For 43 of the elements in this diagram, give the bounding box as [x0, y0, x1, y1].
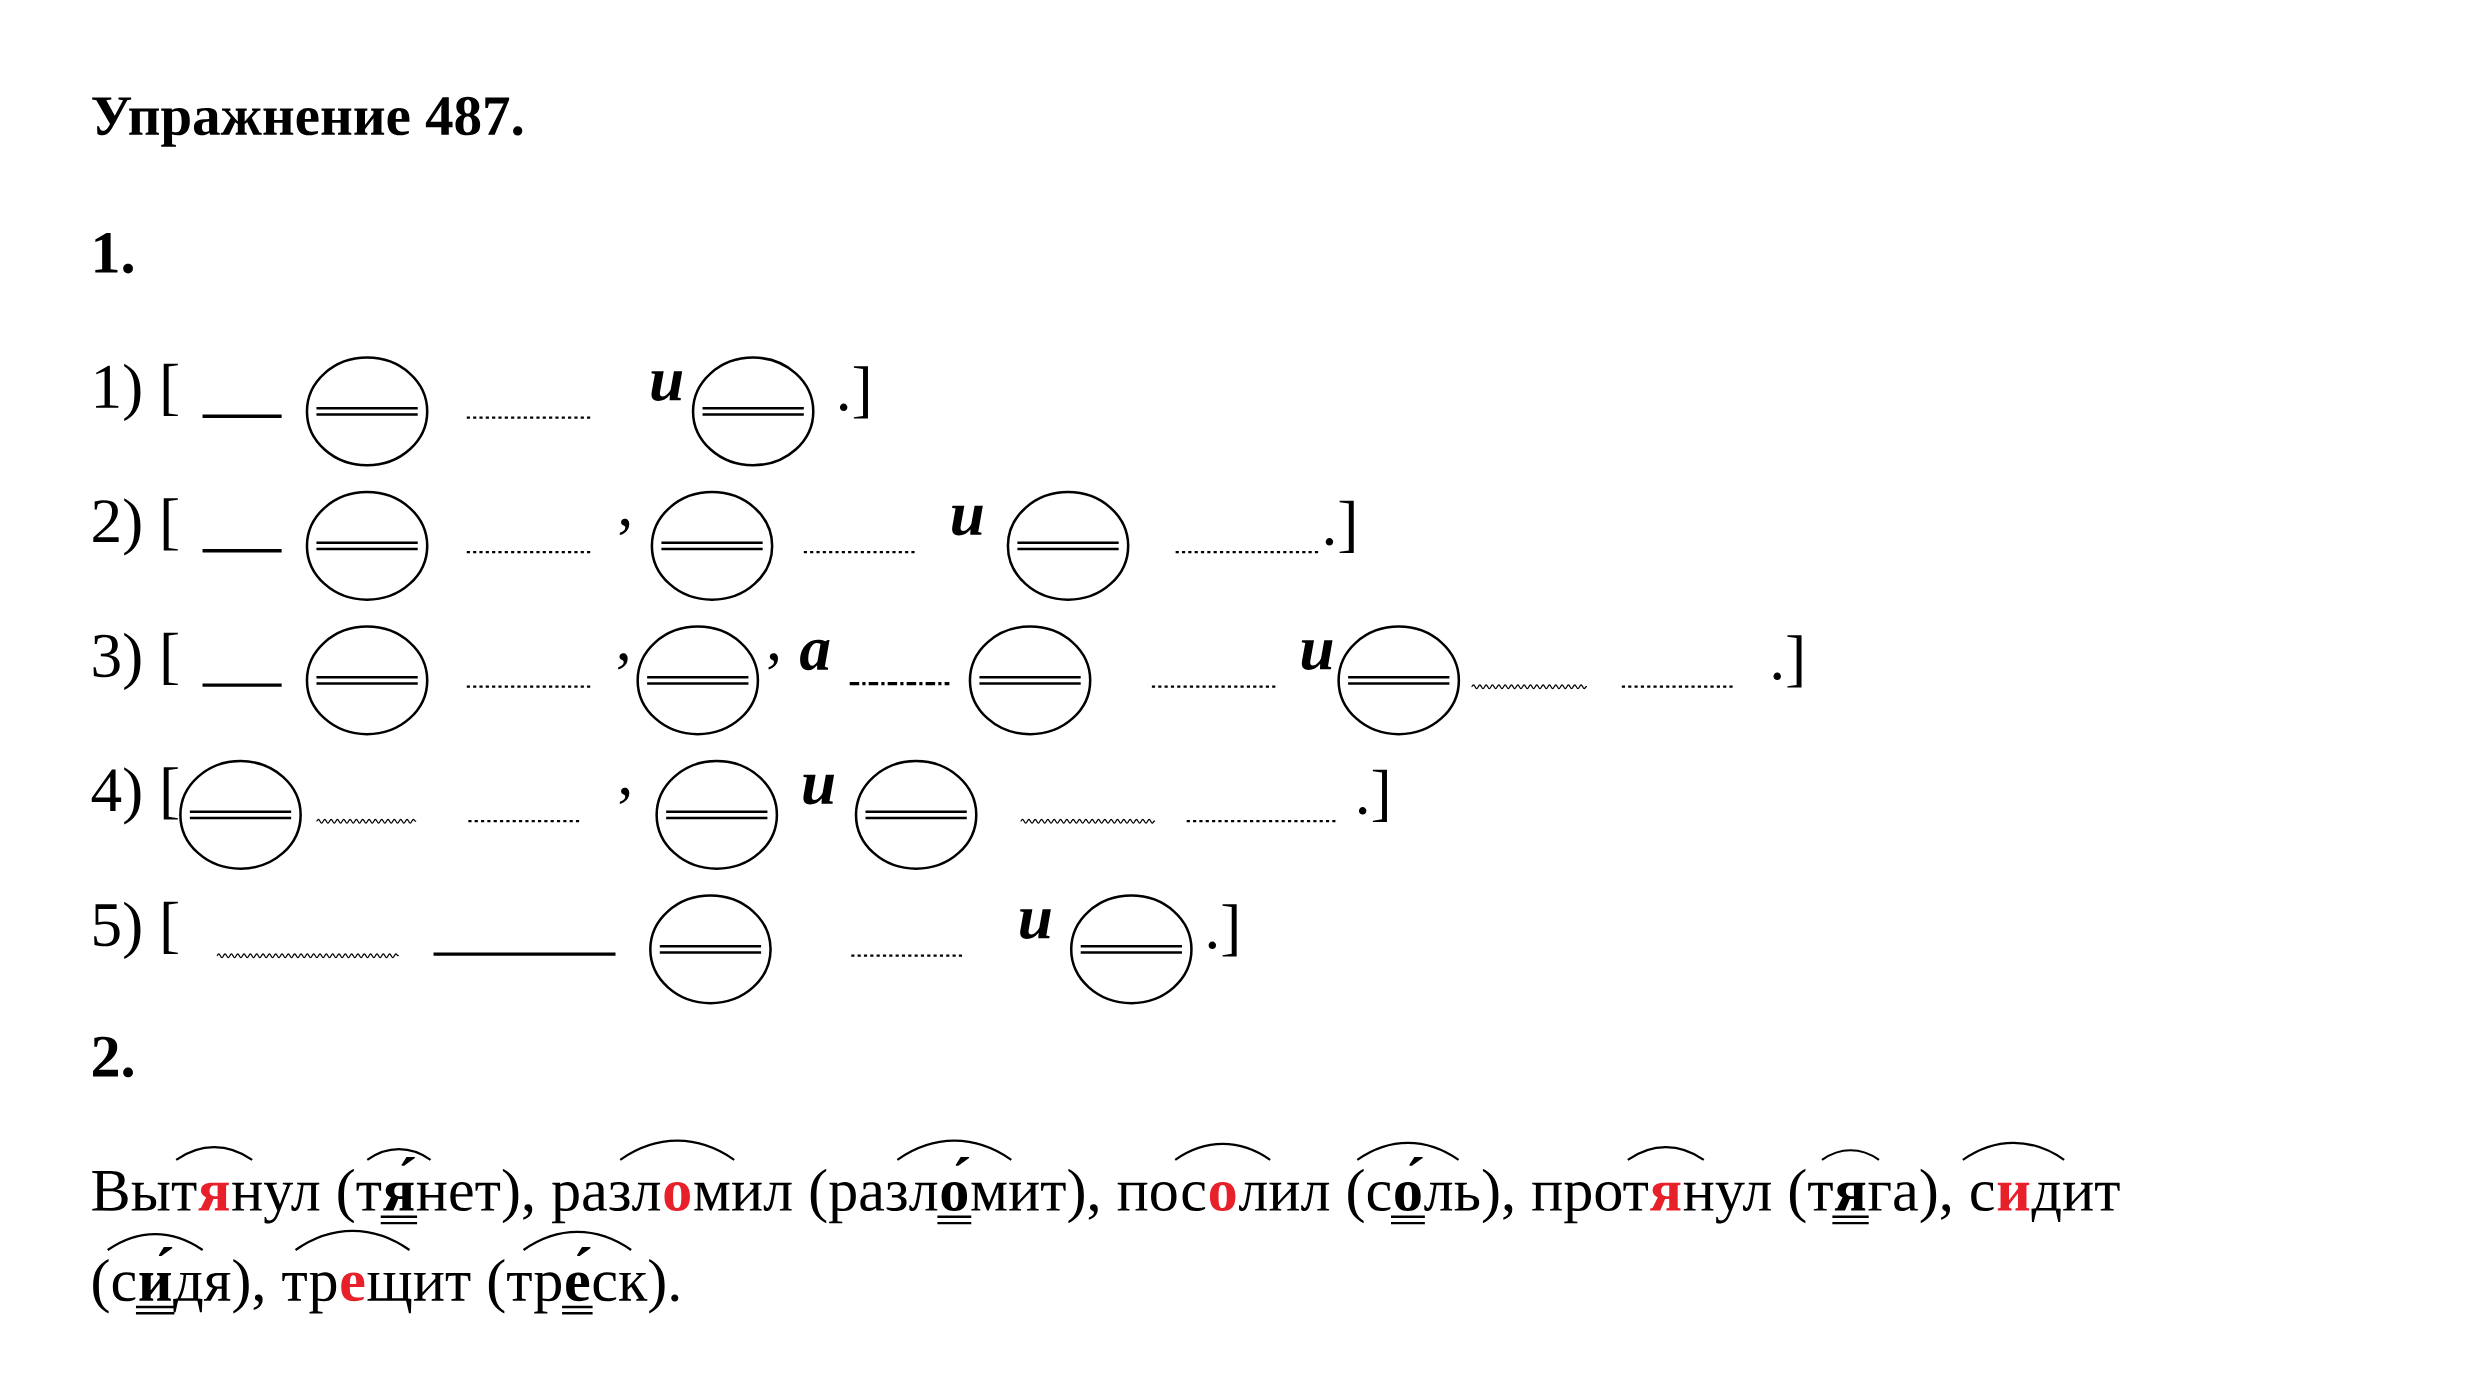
conjunction: и: [803, 774, 835, 805]
row-label: 1) [: [96, 363, 178, 421]
conjunction: и: [1020, 909, 1051, 939]
row-label: 5) [: [94, 901, 178, 959]
punctuation-mark: .]: [1208, 904, 1237, 957]
word-fragment: мил (разл: [694, 1168, 938, 1224]
underlined-vowel: е́: [560, 1246, 594, 1315]
row-label: 3) [: [93, 632, 178, 690]
word-fragment: дит: [2031, 1182, 2120, 1222]
word-fragment: щит (тр: [367, 1258, 561, 1314]
highlighted-vowel: о: [664, 1182, 690, 1211]
row-label: 4) [: [91, 767, 178, 825]
punctuation-mark: ,: [619, 518, 630, 535]
punctuation-mark: ,: [618, 653, 628, 670]
punctuation-mark: .]: [1773, 635, 1802, 688]
highlighted-vowel: и: [1997, 1182, 2030, 1211]
word-fragment: Выт: [92, 1170, 197, 1211]
conjunction: и: [651, 371, 683, 401]
punctuation-mark: .]: [1358, 769, 1387, 822]
task-number: 1.: [95, 232, 133, 274]
word-fragment: мит), пос: [971, 1168, 1206, 1224]
conjunction: и: [1301, 640, 1333, 670]
highlighted-vowel: о: [1209, 1182, 1236, 1211]
exercise-title: Упражнение 487.: [92, 96, 523, 147]
conjunction: и: [952, 505, 983, 536]
punctuation-mark: .]: [839, 366, 868, 419]
word-fragment: ль), прот: [1424, 1168, 1648, 1224]
row-label: 2) [: [93, 498, 178, 556]
highlighted-vowel: е: [341, 1272, 365, 1302]
task-number: 2.: [93, 1036, 133, 1078]
punctuation-mark: .]: [1325, 500, 1354, 553]
punctuation-mark: ,: [768, 653, 778, 670]
word-fragment: нул (т: [232, 1168, 382, 1224]
punctuation-mark: ,: [619, 787, 630, 804]
word-fragment: ск).: [593, 1258, 679, 1314]
highlighted-vowel: я: [198, 1182, 229, 1211]
word-fragment: (с: [93, 1258, 136, 1314]
highlighted-vowel: я: [1650, 1182, 1681, 1211]
word-fragment: нет), разл: [416, 1168, 661, 1224]
word-fragment: лил (с: [1238, 1168, 1391, 1224]
word-fragment: нул (т: [1683, 1168, 1833, 1224]
conjunction: а: [800, 639, 830, 671]
word-fragment: га), с: [1868, 1168, 1994, 1224]
